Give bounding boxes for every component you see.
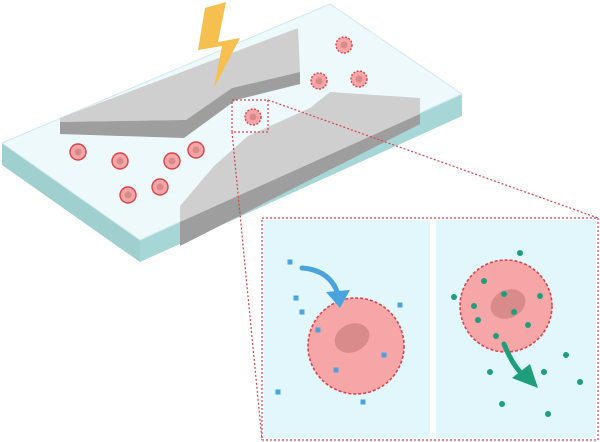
molecule-dot bbox=[487, 369, 493, 375]
molecule-square bbox=[397, 302, 403, 308]
zoom-line-right bbox=[267, 99, 599, 219]
molecule-dot bbox=[525, 322, 531, 328]
molecule-dot bbox=[471, 303, 477, 309]
molecule-dot bbox=[475, 317, 481, 323]
molecule-square bbox=[299, 309, 305, 315]
molecule-square bbox=[315, 327, 321, 333]
lightning-bolt-icon bbox=[198, 2, 240, 88]
molecule-dot bbox=[451, 294, 457, 300]
chip-cell-nucleus bbox=[340, 41, 348, 49]
uptake-molecules bbox=[275, 259, 403, 405]
electrode-left-side bbox=[60, 72, 300, 138]
molecule-dot bbox=[537, 293, 543, 299]
arrow-into-cell-icon bbox=[299, 265, 341, 297]
molecule-dot bbox=[511, 309, 517, 315]
chip-cell-nucleus bbox=[315, 77, 323, 85]
chip-cell-nucleus bbox=[116, 157, 124, 165]
molecule-square bbox=[275, 389, 281, 395]
chip-cell-nucleus bbox=[192, 146, 200, 154]
molecule-dot bbox=[577, 379, 583, 385]
zoom-line-left bbox=[231, 131, 263, 441]
molecule-square bbox=[333, 367, 339, 373]
molecule-square bbox=[381, 352, 387, 358]
molecule-dot bbox=[545, 411, 551, 417]
arrow-into-cell-head bbox=[326, 290, 350, 308]
chip-cell-nucleus bbox=[355, 75, 363, 83]
zoom-box bbox=[231, 99, 269, 133]
molecule-dot bbox=[563, 352, 569, 358]
chip-cell-nucleus bbox=[249, 113, 257, 121]
release-molecules bbox=[451, 250, 583, 417]
molecule-dot bbox=[493, 333, 499, 339]
cells-on-chip bbox=[69, 36, 368, 204]
molecule-dot bbox=[517, 250, 523, 256]
molecule-dot bbox=[499, 401, 505, 407]
molecule-dot bbox=[501, 291, 507, 297]
inset-panel bbox=[261, 217, 599, 441]
uptake-cell-nucleus bbox=[334, 323, 370, 353]
chip-cell-nucleus bbox=[156, 183, 164, 191]
arrow-out-of-cell-head bbox=[512, 364, 538, 388]
chip-front-edge bbox=[2, 143, 140, 262]
chip-cell-nucleus bbox=[74, 148, 82, 156]
molecule-dot bbox=[481, 278, 487, 284]
molecule-dot bbox=[541, 369, 547, 375]
chip-cell-nucleus bbox=[168, 157, 176, 165]
molecule-square bbox=[293, 295, 299, 301]
electrode-left-top bbox=[60, 28, 300, 122]
chip-cell-nucleus bbox=[124, 191, 132, 199]
electrode-right-top bbox=[180, 92, 420, 222]
molecule-square bbox=[287, 259, 293, 265]
molecule-square bbox=[360, 399, 366, 405]
